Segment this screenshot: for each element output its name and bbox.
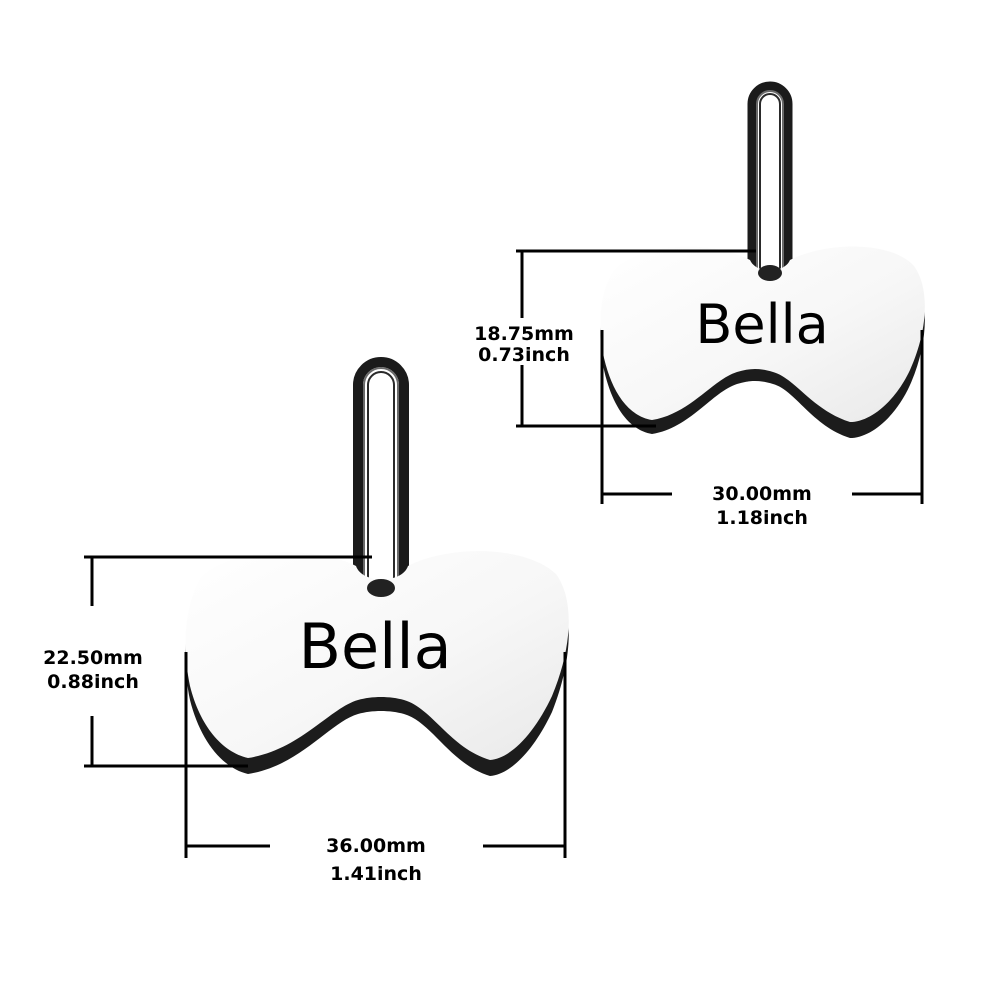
large-tag-ring-icon [353, 357, 409, 605]
small-tag-height-dimension [516, 249, 756, 428]
large-tag-engraving: Bella [298, 610, 451, 683]
large-tag-face [185, 551, 569, 760]
small-tag-width-dimension [600, 330, 924, 504]
small-tag-hole [758, 265, 782, 281]
small-tag-width-mm: 30.00mm [712, 483, 812, 505]
large-tag-hole [367, 579, 395, 597]
small-tag-width-inch: 1.18inch [716, 507, 808, 529]
small-tag-height-mm: 18.75mm [474, 323, 574, 345]
large-tag-group: Bella [185, 357, 569, 776]
small-tag-height-inch: 0.73inch [478, 344, 570, 366]
large-tag-width-dimension [184, 652, 567, 858]
small-tag-group: Bella [600, 81, 925, 438]
large-tag-height-dimension [84, 555, 372, 768]
small-tag-engraving: Bella [695, 293, 828, 356]
large-tag-height-mm: 22.50mm [43, 647, 143, 669]
small-tag-face [600, 246, 925, 422]
small-tag-ring-icon [747, 81, 793, 291]
large-tag-height-inch: 0.88inch [47, 671, 139, 693]
large-tag-width-inch: 1.41inch [330, 863, 422, 885]
large-tag-width-mm: 36.00mm [326, 835, 426, 857]
